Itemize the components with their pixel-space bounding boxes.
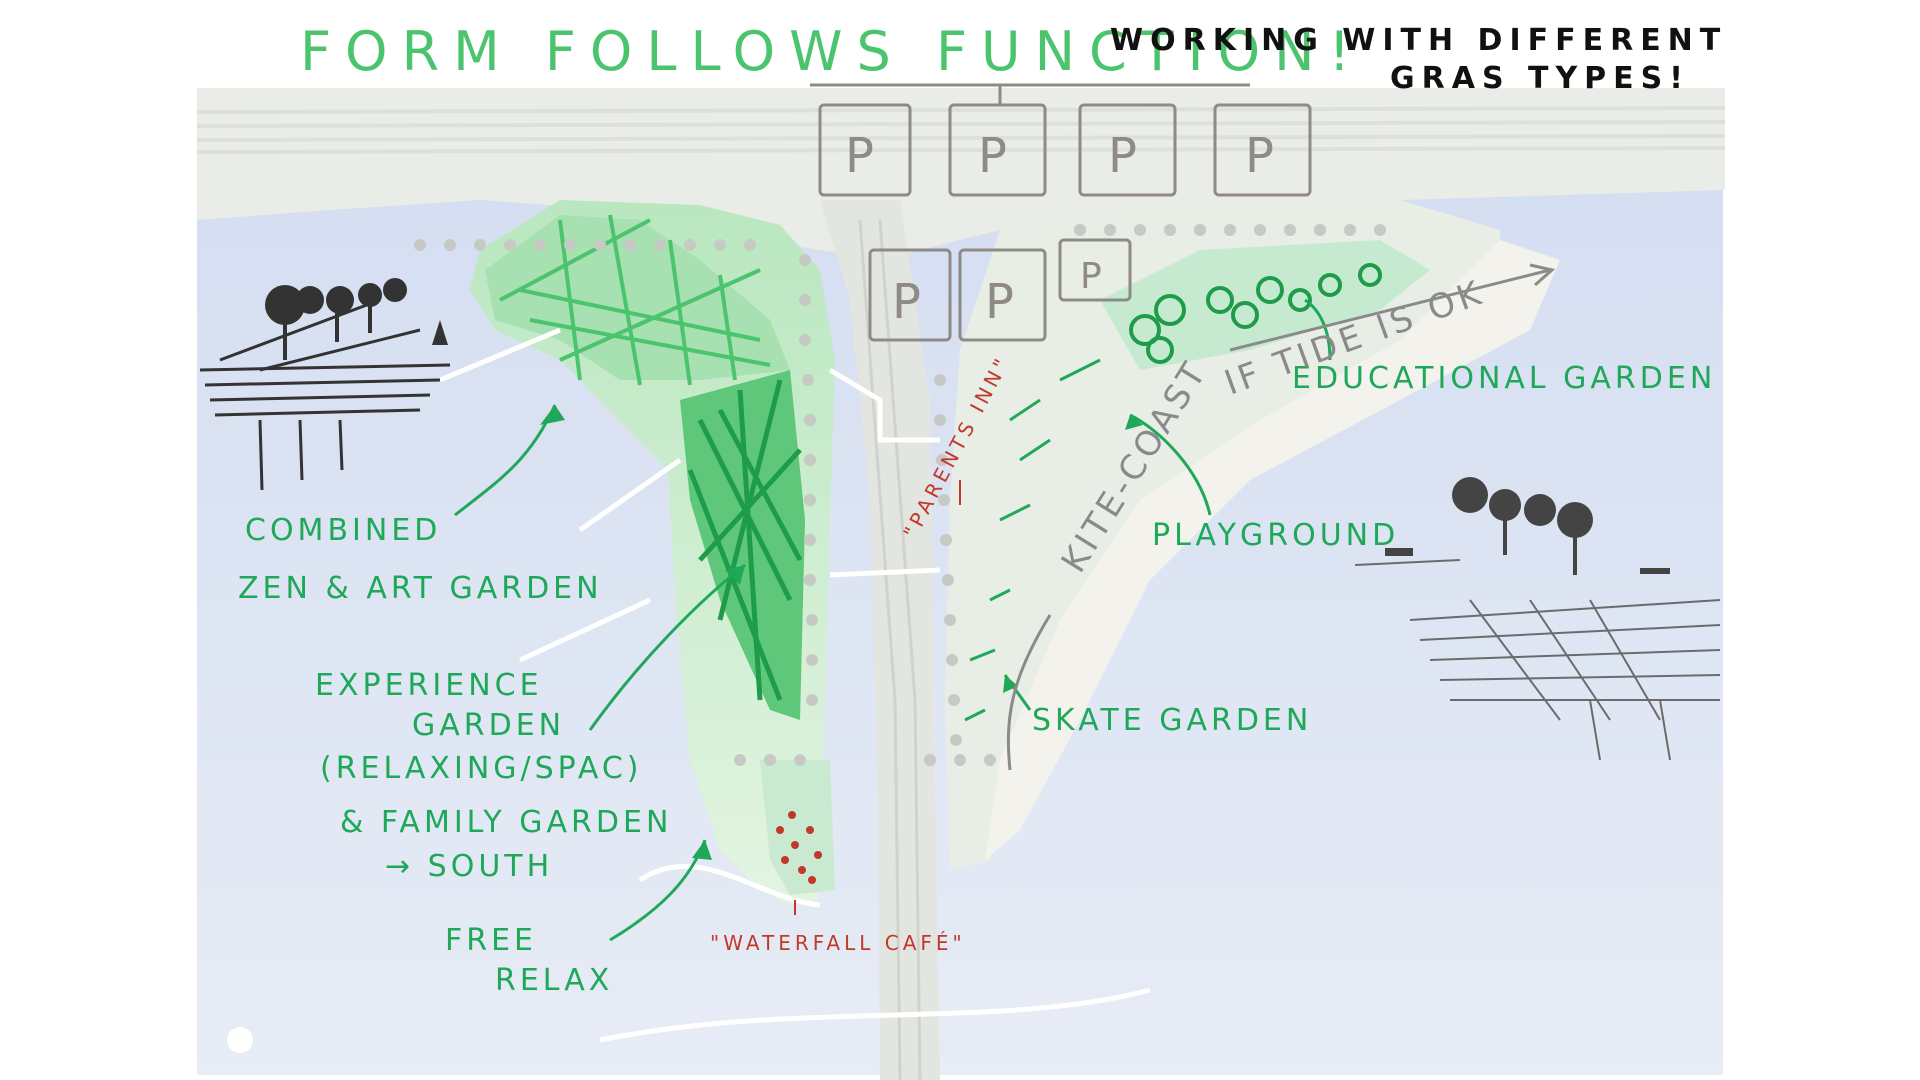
beach-strip <box>985 240 1560 860</box>
red-arrows <box>794 480 961 915</box>
parking-symbol-7: P <box>1080 256 1106 297</box>
arrowhead-icon <box>1003 675 1018 693</box>
tree-icon <box>1489 489 1521 521</box>
highway-lines <box>196 106 1726 154</box>
playground-skate-marks <box>964 358 1101 722</box>
garden-peninsula <box>470 200 835 905</box>
tree-icon <box>1452 477 1488 513</box>
tree-icon <box>265 285 305 325</box>
parking-symbol-6: P <box>985 274 1018 330</box>
arrow-tide <box>1229 268 1551 352</box>
east-shore-sketch <box>1354 559 1721 761</box>
arrowhead-icon <box>1125 415 1143 430</box>
label-playground: PLAYGROUND <box>1152 518 1399 553</box>
label-zen-line1: COMBINED <box>245 513 441 548</box>
zen-garden-grid <box>499 214 771 386</box>
label-free: FREE <box>445 923 537 958</box>
title-sub-line1: WORKING WITH DIFFERENT <box>1110 23 1727 58</box>
sheet-corner-dot <box>227 1027 253 1053</box>
central-road-lines <box>858 219 922 1080</box>
title-main: FORM FOLLOWS FUNCTION! <box>300 20 1364 83</box>
educational-garden-circles <box>1129 263 1382 364</box>
west-shore-sketch <box>199 298 451 491</box>
label-experience-line5: → SOUTH <box>385 849 553 884</box>
parking-symbols: P P P P P P P <box>845 128 1278 330</box>
tree-icon <box>1557 502 1593 538</box>
cone-tree-icon <box>432 320 448 345</box>
label-experience-line4: & FAMILY GARDEN <box>340 805 672 840</box>
tree-icon <box>358 283 382 307</box>
arrowhead-icon <box>692 840 712 860</box>
arrow-kite-coast <box>1006 614 1052 771</box>
parking-symbol-3: P <box>1108 128 1141 184</box>
experience-garden-hatch <box>687 379 803 701</box>
title-sub-line2: GRAS TYPES! <box>1390 61 1690 96</box>
label-educational-garden: EDUCATIONAL GARDEN <box>1292 361 1716 396</box>
parking-symbol-4: P <box>1245 128 1278 184</box>
arrow-playground <box>1129 413 1212 516</box>
arrow-experience <box>588 563 746 731</box>
arrowhead-icon <box>540 405 565 425</box>
parking-symbol-5: P <box>892 274 925 330</box>
label-experience-line2: GARDEN <box>412 708 565 743</box>
grey-arrows <box>1006 263 1556 771</box>
parking-symbol-1: P <box>845 128 878 184</box>
label-zen-line2: ZEN & ART GARDEN <box>238 571 603 606</box>
north-land <box>197 88 1725 260</box>
east-trees <box>1385 477 1670 575</box>
label-relax: RELAX <box>495 963 613 998</box>
arrow-heads <box>540 405 1143 860</box>
cafe-area <box>760 760 835 895</box>
cafe-dots <box>776 811 822 884</box>
parking-lots <box>810 83 1312 342</box>
footpaths <box>439 327 1151 1043</box>
label-skate-garden: SKATE GARDEN <box>1032 703 1312 738</box>
zen-garden-area <box>485 215 790 380</box>
parking-symbol-2: P <box>978 128 1011 184</box>
west-trees <box>265 278 448 360</box>
tree-icon <box>296 286 324 314</box>
central-road <box>820 200 940 1080</box>
label-experience-line1: EXPERIENCE <box>315 668 543 703</box>
experience-garden-area <box>680 370 805 720</box>
arrowhead-icon <box>725 565 745 585</box>
tree-icon <box>326 286 354 314</box>
educational-garden-area <box>1100 240 1430 370</box>
arrow-educational <box>1304 298 1332 361</box>
tree-rows <box>414 224 1386 766</box>
label-waterfall-cafe: "WATERFALL CAFÉ" <box>710 931 966 955</box>
label-experience-line3: (RELAXING/SPAC) <box>320 751 643 786</box>
tree-icon <box>1524 494 1556 526</box>
arrowhead-icon <box>1529 263 1556 287</box>
tree-icon <box>383 278 407 302</box>
